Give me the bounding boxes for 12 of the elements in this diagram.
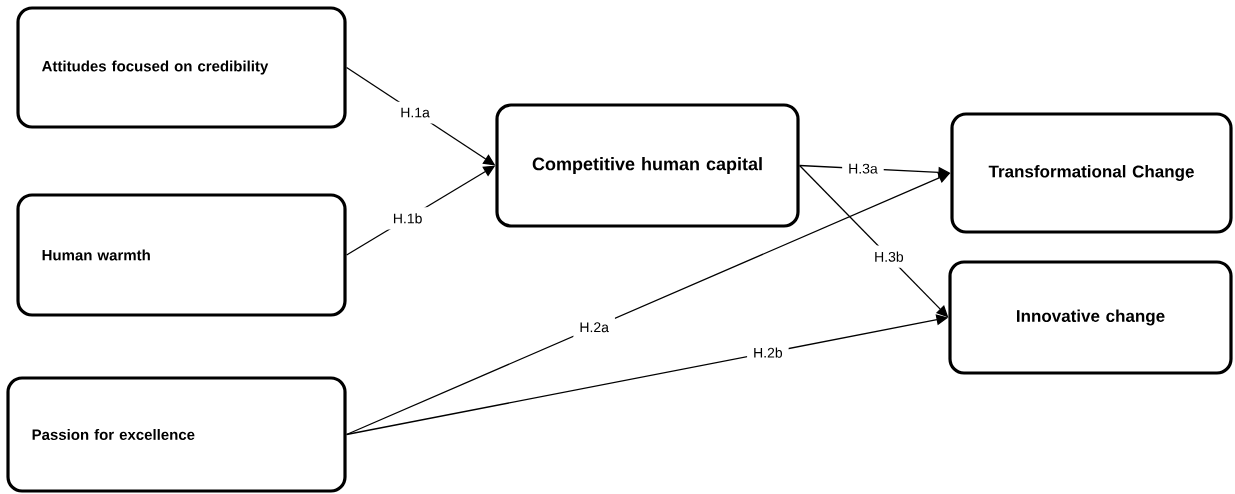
concept-box: Attitudes focused on credibility <box>16 6 347 129</box>
edge-label: H.1a <box>401 107 430 118</box>
concept-box: Competitive human capital <box>495 103 800 228</box>
concept-box: Passion for excellence <box>6 376 347 493</box>
concept-box: Innovative change <box>948 260 1233 375</box>
edge-label: H.3b <box>875 251 904 262</box>
concept-box: Human warmth <box>16 193 347 317</box>
concept-box: Transformational Change <box>950 112 1233 234</box>
edge-label: H.2a <box>580 322 609 333</box>
edge-label: H.3a <box>849 163 878 174</box>
edge-label: H.1b <box>394 213 422 224</box>
edge-label: H.2b <box>754 347 783 358</box>
